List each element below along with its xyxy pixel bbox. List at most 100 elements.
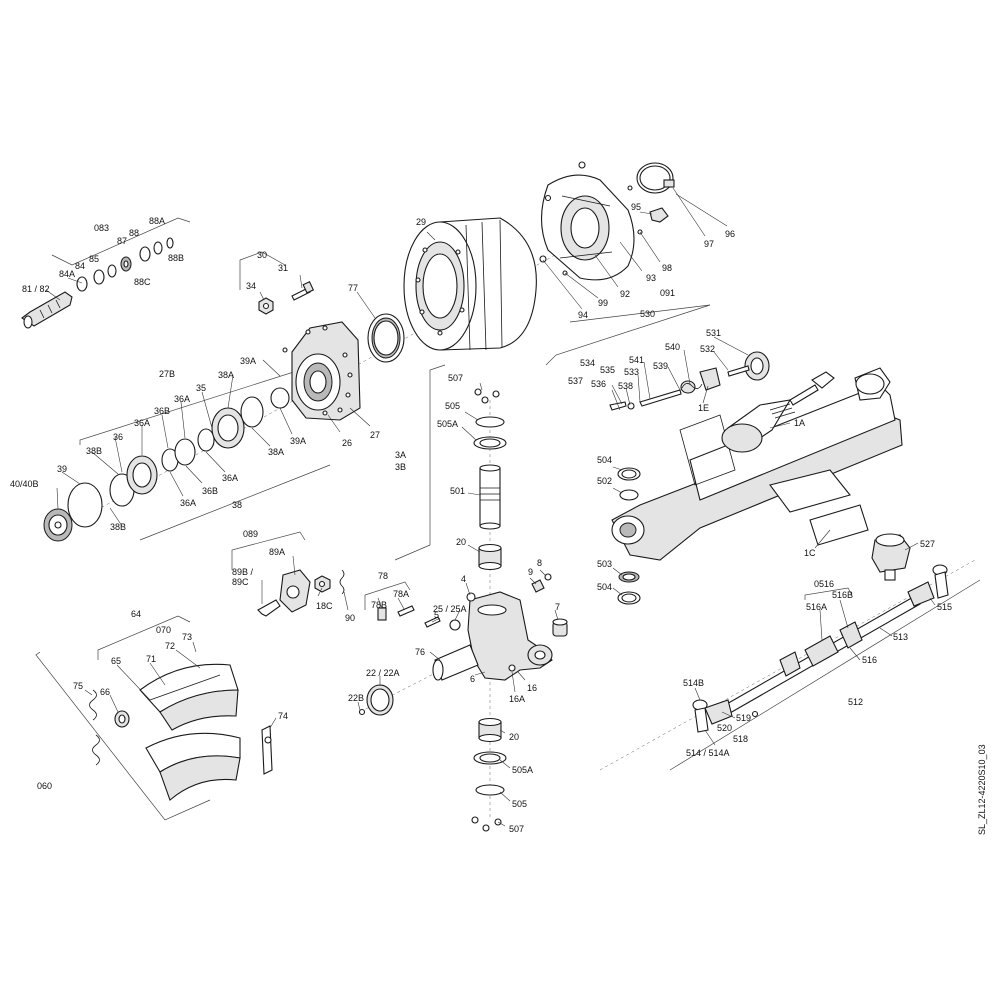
label-505-bottom: 505 (512, 799, 527, 809)
label-3B: 3B (395, 462, 406, 472)
label-504-bottom: 504 (597, 582, 612, 592)
steering-cylinder-1E (721, 371, 835, 453)
label-514B: 514B (683, 678, 704, 688)
knuckle-small-parts (377, 573, 568, 672)
label-1E: 1E (698, 403, 709, 413)
label-78B: 78B (371, 600, 387, 610)
label-531: 531 (706, 328, 721, 338)
label-532: 532 (700, 344, 715, 354)
label-070: 070 (156, 625, 171, 635)
callout-labels: 083 88A 88 87 85 84 84A 88B 88C 81 / 82 … (10, 202, 952, 834)
label-3A: 3A (395, 450, 406, 460)
label-93: 93 (646, 273, 656, 283)
brake-drum-29 (403, 217, 537, 351)
label-527: 527 (920, 539, 935, 549)
label-16: 16 (527, 683, 537, 693)
rings-84-88 (76, 237, 174, 292)
label-514-514A: 514 / 514A (686, 748, 730, 758)
dust-shield-92 (539, 161, 635, 281)
kingpin-upper (473, 388, 507, 450)
label-0516: 0516 (814, 579, 834, 589)
drawing-code: SL_ZL12-4220S10_03 (977, 744, 987, 835)
label-84A: 84A (59, 269, 75, 279)
springs-75 (89, 689, 100, 766)
shaft-81-82 (21, 291, 73, 329)
label-38A-bottom: 38A (268, 447, 284, 457)
label-85: 85 (89, 254, 99, 264)
slack-adjuster-89 (257, 569, 345, 617)
label-540: 540 (665, 342, 680, 352)
label-36A-2: 36A (134, 418, 150, 428)
seal-rings-502-504 (617, 467, 641, 605)
label-091: 091 (660, 288, 675, 298)
label-516: 516 (862, 655, 877, 665)
label-36B-top: 36B (154, 406, 170, 416)
kingpin-501 (479, 464, 501, 530)
nut-34 (258, 297, 274, 315)
label-64: 64 (131, 609, 141, 619)
label-502: 502 (597, 476, 612, 486)
label-87: 87 (117, 236, 127, 246)
label-97: 97 (704, 239, 714, 249)
hubcap-40 (43, 508, 73, 542)
label-512: 512 (848, 697, 863, 707)
label-36B-bottom: 36B (202, 486, 218, 496)
label-88A: 88A (149, 216, 165, 226)
clamp-97 (636, 162, 675, 194)
label-98: 98 (662, 263, 672, 273)
label-36A-3: 36A (180, 498, 196, 508)
label-083: 083 (94, 223, 109, 233)
label-16A: 16A (509, 694, 525, 704)
brake-shoe-70 (145, 732, 241, 801)
label-78A: 78A (393, 589, 409, 599)
label-1C: 1C (804, 548, 816, 558)
label-060: 060 (37, 781, 52, 791)
label-505A-bottom: 505A (512, 765, 533, 775)
actuator-531 (699, 351, 770, 391)
label-519: 519 (736, 713, 751, 723)
label-27B: 27B (159, 369, 175, 379)
tie-rod-512 (692, 564, 949, 733)
label-8: 8 (537, 558, 542, 568)
label-22-22A: 22 / 22A (366, 668, 400, 678)
label-27: 27 (370, 430, 380, 440)
label-66: 66 (100, 687, 110, 697)
label-533: 533 (624, 367, 639, 377)
label-503: 503 (597, 559, 612, 569)
bearing-set-35-39 (67, 347, 328, 528)
label-92: 92 (620, 289, 630, 299)
label-530: 530 (640, 309, 655, 319)
label-18C: 18C (316, 601, 333, 611)
bushing-20-upper (478, 543, 502, 571)
label-505-top: 505 (445, 401, 460, 411)
bolt-31 (291, 281, 315, 301)
label-38A-top: 38A (218, 370, 234, 380)
label-516B: 516B (832, 590, 853, 600)
label-39A-top: 39A (240, 356, 256, 366)
label-504-top: 504 (597, 455, 612, 465)
label-505A-top: 505A (437, 419, 458, 429)
label-94: 94 (578, 310, 588, 320)
label-31: 31 (278, 263, 288, 273)
label-534: 534 (580, 358, 595, 368)
label-38B-top: 38B (86, 446, 102, 456)
label-95: 95 (631, 202, 641, 212)
label-26: 26 (342, 438, 352, 448)
label-78: 78 (378, 571, 388, 581)
label-518: 518 (733, 734, 748, 744)
hub-27 (291, 321, 361, 421)
label-34: 34 (246, 281, 256, 291)
brake-shoe-71 (139, 663, 239, 731)
label-72: 72 (165, 641, 175, 651)
kingpin-lower (471, 717, 507, 832)
label-9: 9 (528, 567, 533, 577)
label-29: 29 (416, 217, 426, 227)
seal-77 (367, 313, 405, 363)
steering-knuckle-6 (432, 591, 553, 681)
label-20-bottom: 20 (509, 732, 519, 742)
label-507-top: 507 (448, 373, 463, 383)
label-25-25A: 25 / 25A (433, 604, 467, 614)
anchor-pin-74 (261, 725, 273, 775)
